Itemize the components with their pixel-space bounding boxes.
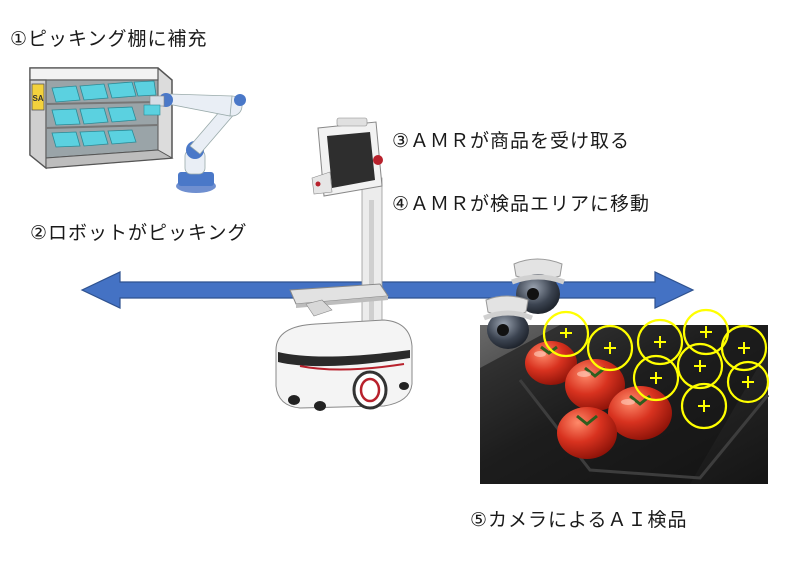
step1-label: ①ピッキング棚に補充 [10, 28, 208, 50]
step3-label: ③ＡＭＲが商品を受け取る [392, 130, 631, 152]
picking-shelf-icon: SA [29, 67, 174, 170]
robot-arm-icon [143, 93, 246, 193]
tomato-inspection-photo [480, 308, 770, 484]
step4-label: ④ＡＭＲが検品エリアに移動 [392, 193, 651, 215]
flow-arrow [80, 271, 695, 309]
step2-label: ②ロボットがピッキング [30, 222, 248, 244]
detection-markers [542, 308, 770, 430]
dome-camera-icon [483, 258, 565, 349]
shelf-sign: SA [32, 94, 43, 103]
step5-label: ⑤カメラによるＡＩ検品 [470, 509, 688, 531]
detection-crosses [560, 326, 754, 412]
amr-robot-icon [275, 117, 413, 411]
